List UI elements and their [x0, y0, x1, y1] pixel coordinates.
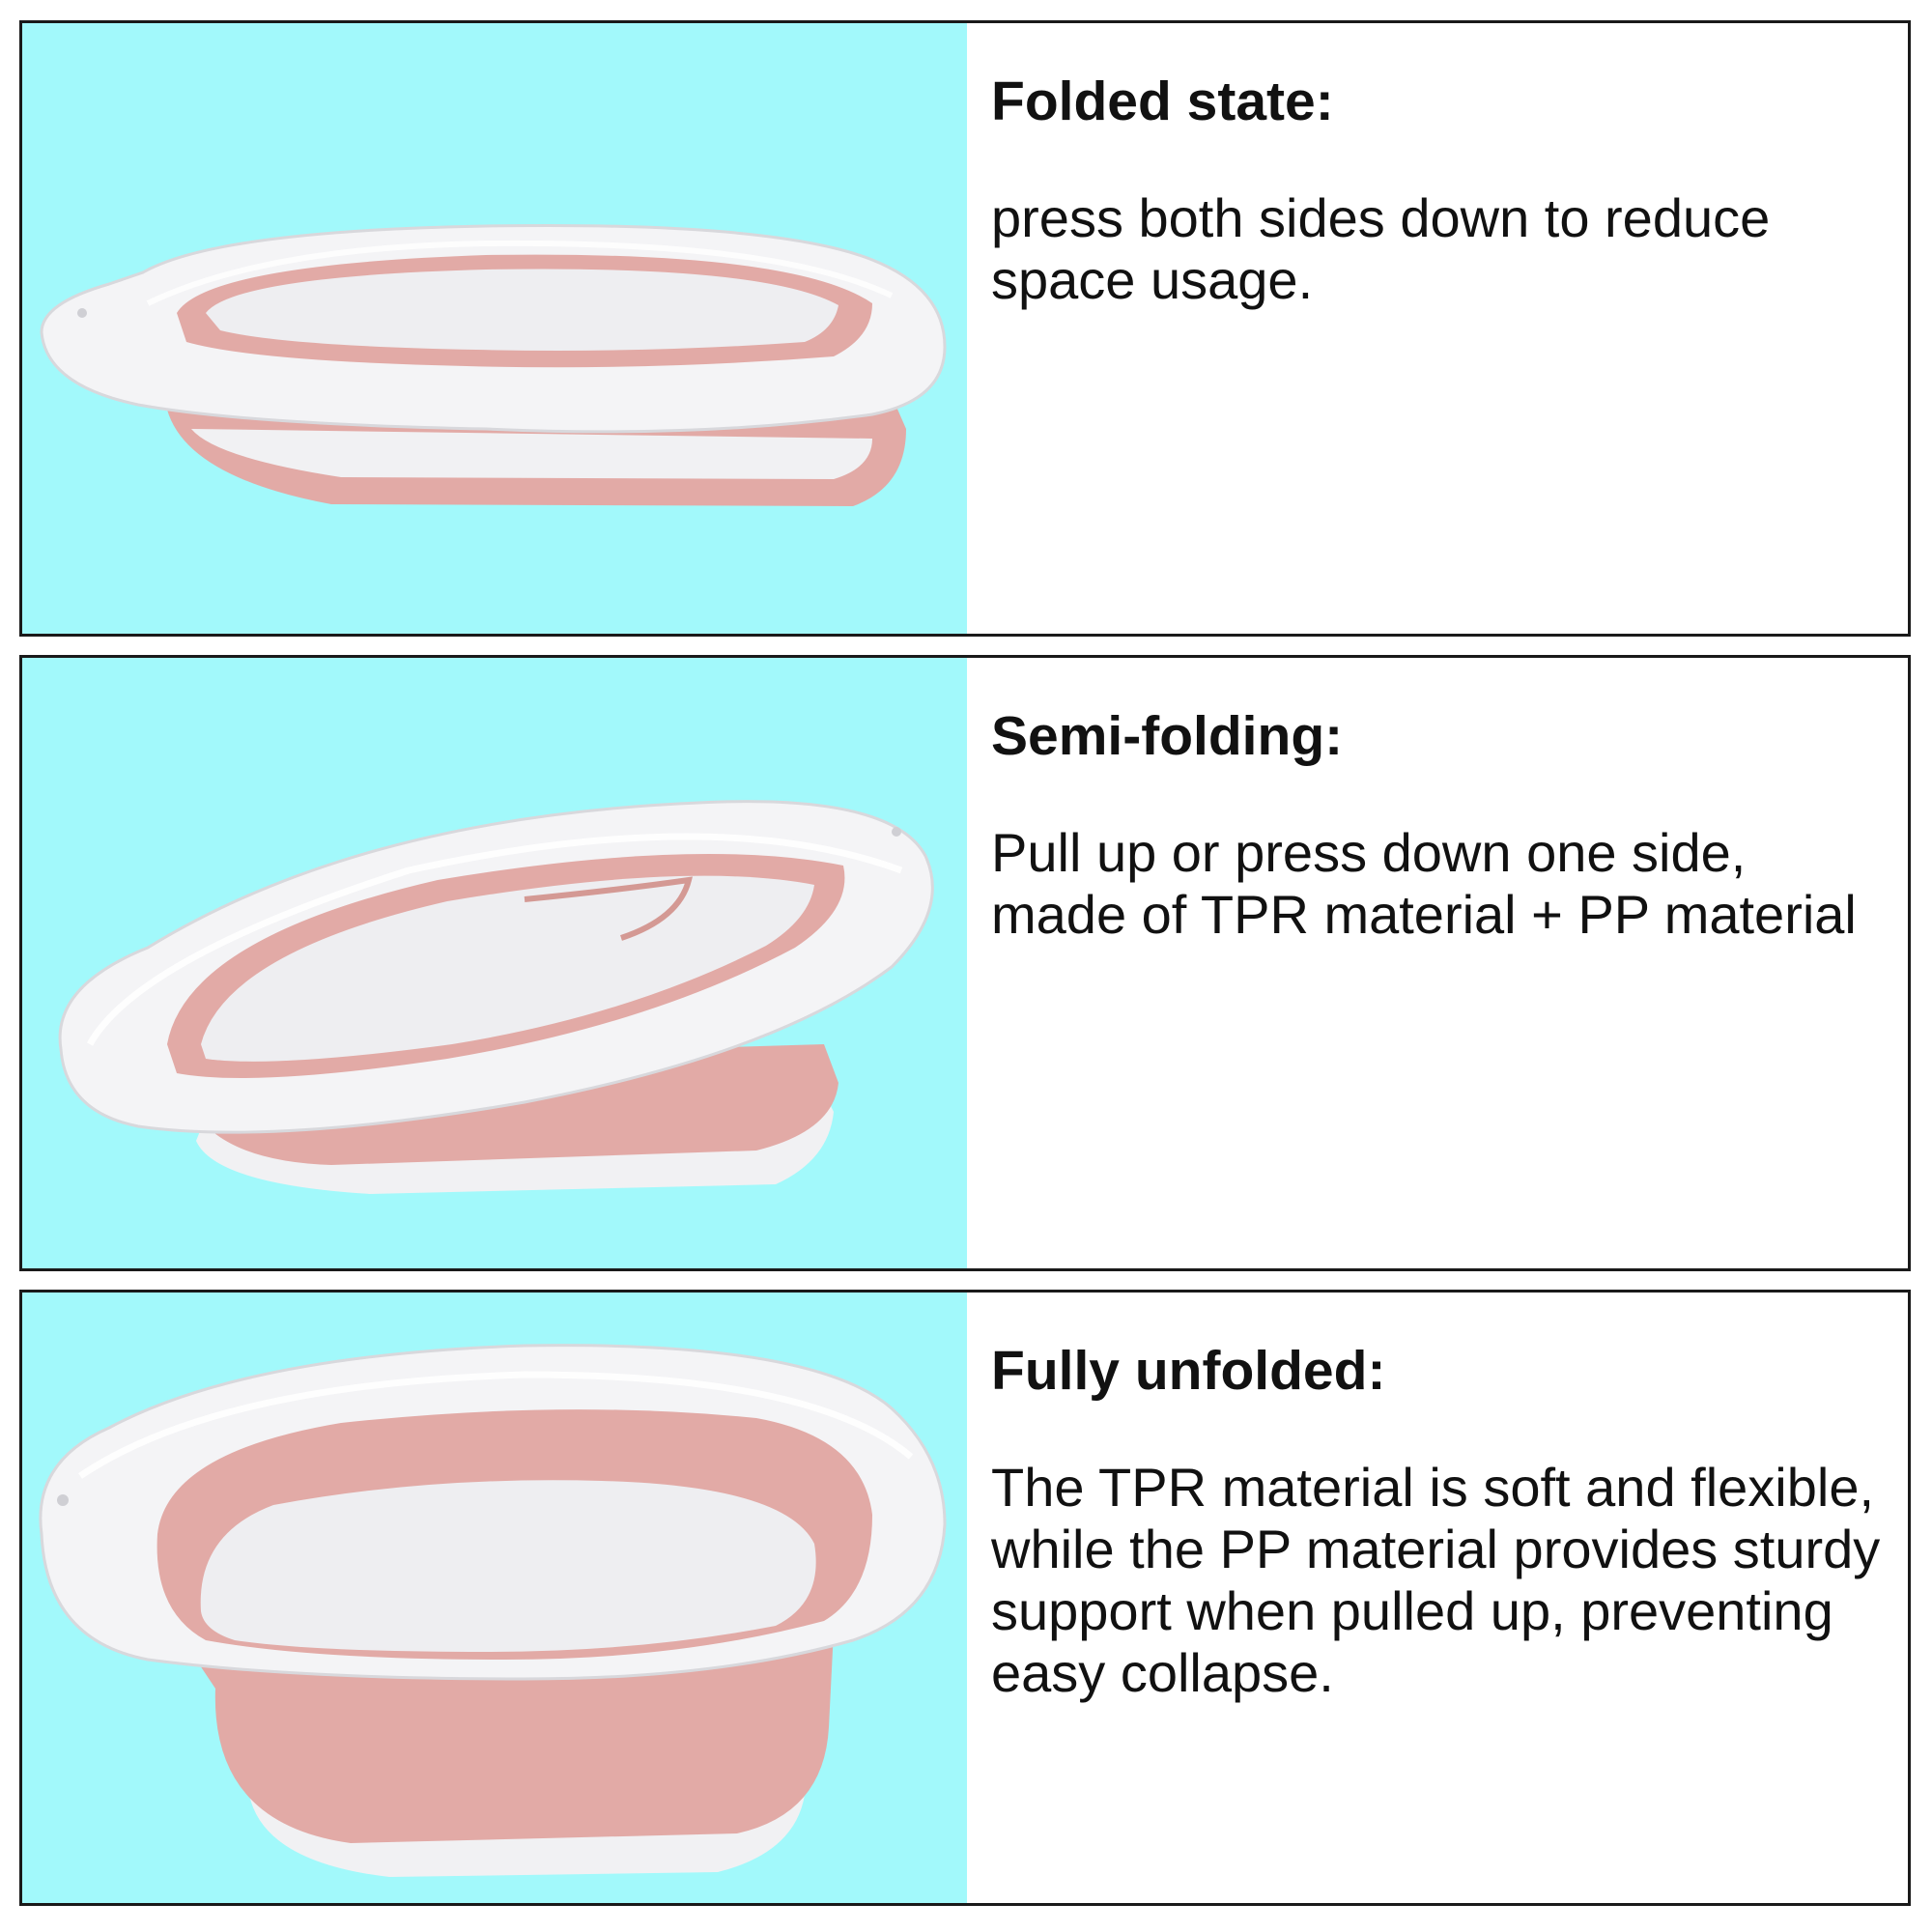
semi-folded-basin-photo	[22, 658, 967, 1268]
folded-state-panel: Folded state: press both sides down to r…	[19, 20, 1911, 637]
semi-folding-heading: Semi-folding:	[991, 705, 1344, 767]
semi-folding-text: Semi-folding: Pull up or press down one …	[991, 658, 1889, 1268]
fully-unfolded-panel: Fully unfolded: The TPR material is soft…	[19, 1290, 1911, 1906]
semi-folding-description: Pull up or press down one side, made of …	[991, 822, 1857, 945]
folded-state-text: Folded state: press both sides down to r…	[991, 23, 1889, 634]
semi-folding-panel: Semi-folding: Pull up or press down one …	[19, 655, 1911, 1271]
folded-basin-photo	[22, 23, 967, 634]
folded-state-heading: Folded state:	[991, 71, 1334, 132]
folded-state-description: press both sides down to reduce space us…	[991, 187, 1771, 310]
unfolded-basin-photo	[22, 1293, 967, 1903]
fully-unfolded-description: The TPR material is soft and flexible, w…	[991, 1457, 1881, 1703]
fully-unfolded-text: Fully unfolded: The TPR material is soft…	[991, 1293, 1889, 1903]
fully-unfolded-heading: Fully unfolded:	[991, 1340, 1386, 1402]
